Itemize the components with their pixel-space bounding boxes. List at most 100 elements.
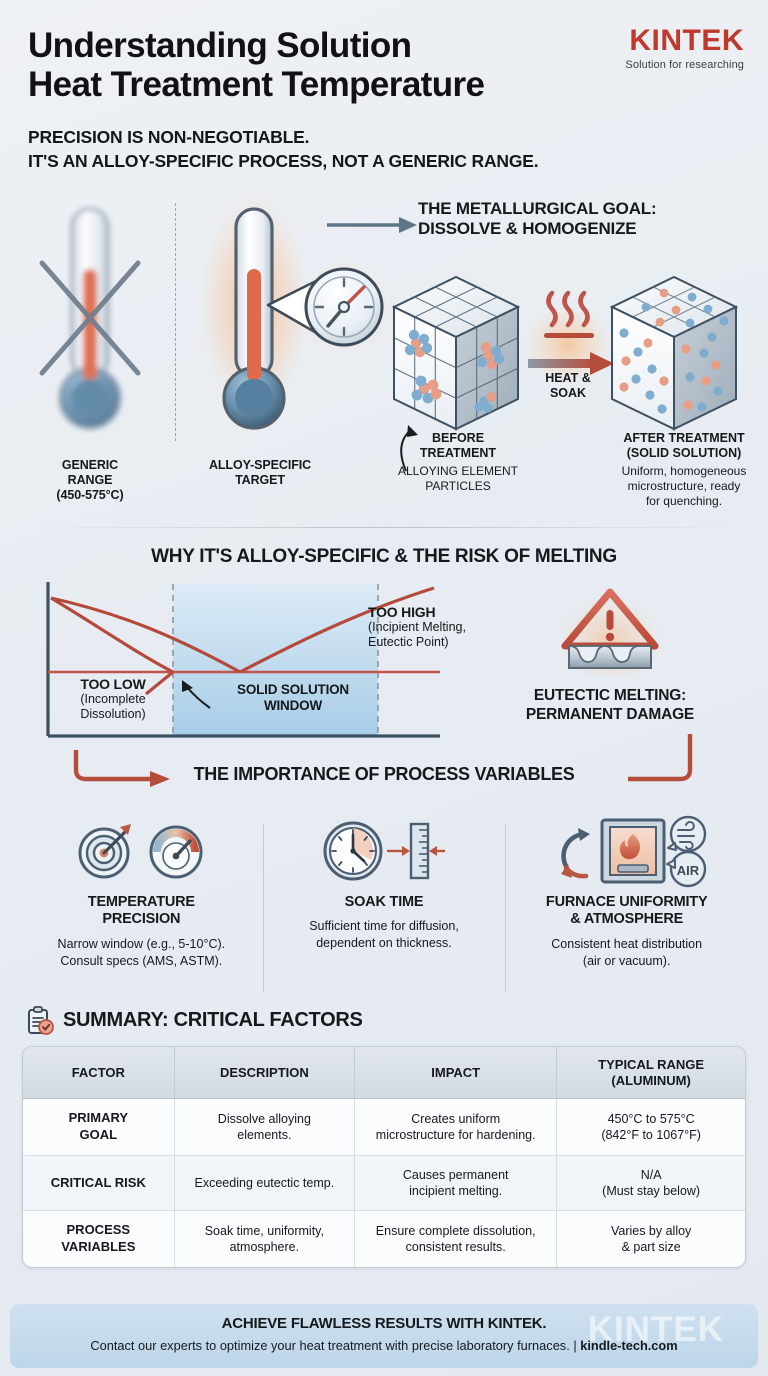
- subheading-line2: IT'S AN ALLOY-SPECIFIC PROCESS, NOT A GE…: [28, 150, 539, 171]
- col-header-range-line1: TYPICAL RANGE: [598, 1056, 705, 1072]
- row2-range-line2: (Must stay below): [602, 1184, 701, 1199]
- vertical-divider: [175, 202, 176, 441]
- alloy-target-line1: ALLOY-SPECIFIC: [208, 457, 312, 472]
- summary-header: SUMMARY: CRITICAL FACTORS: [22, 1006, 746, 1036]
- too-low-line1: TOO LOW: [80, 675, 146, 692]
- eutectic-warning-block: EUTECTIC MELTING: PERMANENT DAMAGE: [470, 584, 750, 725]
- row2-range-line1: N/A: [640, 1167, 662, 1182]
- after-sub-line2: microstructure, ready: [627, 479, 741, 494]
- cube-before: [391, 275, 521, 431]
- row3-range-line2: & part size: [621, 1240, 681, 1255]
- card3-desc: Consistent heat distribution (air or vac…: [511, 936, 742, 970]
- before-cap-line2: TREATMENT: [419, 446, 497, 461]
- page-title: Understanding Solution Heat Treatment Te…: [28, 26, 648, 104]
- table-row: CRITICAL RISK Exceeding eutectic temp. C…: [23, 1155, 745, 1212]
- solid-solution-window-region: [173, 583, 378, 736]
- window-line1: SOLID SOLUTION: [237, 681, 349, 697]
- row1-desc-line1: Dissolve alloying: [217, 1111, 311, 1126]
- row3-impact-line1: Ensure complete dissolution,: [375, 1224, 536, 1239]
- eutectic-warning-icon: [558, 588, 662, 680]
- before-treatment-caption: BEFORE TREATMENT ALLOYING ELEMENT PARTIC…: [382, 431, 534, 495]
- row3-impact-line2: consistent results.: [405, 1240, 506, 1255]
- solidus-left-tail: [144, 670, 175, 696]
- generic-range-line1: GENERIC: [61, 457, 119, 472]
- furnace-atmosphere-icon: AIR: [560, 815, 706, 888]
- footer-headline: ACHIEVE FLAWLESS RESULTS WITH KINTEK.: [221, 1315, 547, 1332]
- card1-title-line1: TEMPERATURE: [87, 893, 195, 910]
- row1-desc-line2: elements.: [237, 1127, 292, 1142]
- header: Understanding Solution Heat Treatment Te…: [0, 0, 768, 173]
- row3-desc-line2: atmosphere.: [229, 1240, 300, 1255]
- card-soak-time: SOAK TIME Sufficient time for diffusion,…: [262, 814, 506, 1004]
- footer-subline: Contact our experts to optimize your hea…: [10, 1338, 758, 1353]
- page-title-line1: Understanding Solution: [28, 26, 412, 65]
- row2-range: N/A (Must stay below): [557, 1155, 745, 1212]
- card1-desc-line2: Consult specs (AMS, ASTM).: [60, 953, 223, 968]
- generic-range-line2: RANGE: [67, 473, 113, 488]
- process-variables-title: THE IMPORTANCE OF PROCESS VARIABLES: [193, 763, 575, 784]
- subheading-line1: PRECISION IS NON-NEGOTIABLE.: [28, 127, 310, 148]
- summary-table-head: FACTOR DESCRIPTION IMPACT TYPICAL RANGE …: [23, 1046, 745, 1100]
- row2-impact: Causes permanent incipient melting.: [355, 1155, 558, 1212]
- summary-table-body: PRIMARY GOAL Dissolve alloying elements.…: [23, 1099, 745, 1268]
- table-row: PROCESS VARIABLES Soak time, uniformity,…: [23, 1211, 745, 1268]
- row1-desc: Dissolve alloying elements.: [174, 1099, 356, 1156]
- phase-diagram-svg: [46, 581, 440, 738]
- row3-range: Varies by alloy & part size: [557, 1211, 745, 1267]
- heat-soak-label: HEAT & SOAK: [528, 371, 608, 402]
- card2-desc-line2: dependent on thickness.: [316, 936, 452, 951]
- warning-line2: PERMANENT DAMAGE: [525, 705, 695, 723]
- window-line2: WINDOW: [263, 698, 323, 714]
- section-alloy-specific-risk: WHY IT'S ALLOY-SPECIFIC & THE RISK OF ME…: [0, 536, 768, 806]
- col-header-factor: FACTOR: [23, 1046, 175, 1100]
- table-row: PRIMARY GOAL Dissolve alloying elements.…: [23, 1099, 745, 1156]
- row1-factor-line1: PRIMARY: [68, 1110, 129, 1126]
- card1-title: TEMPERATURE PRECISION: [26, 894, 257, 929]
- subheading: PRECISION IS NON-NEGOTIABLE. IT'S AN ALL…: [28, 126, 740, 173]
- heat-soak-line2: SOAK: [549, 386, 587, 401]
- alloying-particle-cluster: [404, 329, 505, 413]
- thermometer-alloy-icon: [198, 192, 390, 430]
- alloy-target-line2: TARGET: [235, 473, 285, 488]
- too-low-line2: (Incomplete: [80, 691, 146, 706]
- after-sub-line3: for quenching.: [645, 494, 723, 509]
- liquidus-right-curve: [239, 586, 435, 674]
- card2-desc-line1: Sufficient time for diffusion,: [309, 919, 459, 934]
- row2-factor: CRITICAL RISK: [23, 1155, 175, 1212]
- card-furnace-uniformity: AIR FURNACE UNIFORMITY & ATMOSPHERE Cons…: [505, 814, 748, 1004]
- row3-range-line1: Varies by alloy: [610, 1224, 692, 1239]
- too-high-line2: (Incipient Melting,: [368, 619, 466, 634]
- before-sub-line2: PARTICLES: [425, 479, 491, 494]
- goal-arrow-icon: [327, 216, 417, 233]
- card3-title: FURNACE UNIFORMITY & ATMOSPHERE: [511, 894, 742, 929]
- generic-range-caption: GENERIC RANGE (450-575°C): [10, 458, 170, 504]
- summary-table: FACTOR DESCRIPTION IMPACT TYPICAL RANGE …: [22, 1045, 746, 1269]
- cube-after: [609, 275, 739, 431]
- air-badge-text: AIR: [676, 863, 699, 878]
- temperature-precision-icons: [26, 814, 257, 888]
- brand-logo-text: KINTEK: [629, 24, 744, 57]
- row3-factor: PROCESS VARIABLES: [23, 1211, 175, 1268]
- row1-range-line2: (842°F to 1067°F): [601, 1127, 701, 1142]
- alloy-target-caption: ALLOY-SPECIFIC TARGET: [180, 458, 340, 489]
- too-high-label: TOO HIGH (Incipient Melting, Eutectic Po…: [368, 604, 498, 650]
- card3-title-line1: FURNACE UNIFORMITY: [545, 893, 708, 910]
- footer-website-link[interactable]: kindle-tech.com: [580, 1338, 678, 1353]
- footer-cta: KINTEK ACHIEVE FLAWLESS RESULTS WITH KIN…: [10, 1304, 758, 1368]
- after-sub-line1: Uniform, homogeneous: [621, 464, 747, 479]
- cube-diagram-svg: [391, 275, 739, 472]
- precision-gauge-icon: [149, 825, 203, 879]
- clipboard-check-icon: [28, 1006, 54, 1035]
- alloy-target-item: ALLOY-SPECIFIC TARGET: [180, 192, 390, 489]
- brand-tagline: Solution for researching: [625, 59, 744, 71]
- card3-desc-line2: (air or vacuum).: [582, 953, 671, 968]
- col-header-description: DESCRIPTION: [174, 1046, 356, 1100]
- solidus-left-curve: [50, 596, 174, 674]
- section-process-variables: TEMPERATURE PRECISION Narrow window (e.g…: [0, 814, 768, 1004]
- heat-soak-arrow: [524, 290, 614, 385]
- row2-impact-line1: Causes permanent: [402, 1167, 509, 1182]
- row3-factor-line2: VARIABLES: [61, 1239, 136, 1255]
- dissolved-particles: [619, 288, 729, 414]
- row1-range: 450°C to 575°C (842°F to 1067°F): [557, 1099, 745, 1156]
